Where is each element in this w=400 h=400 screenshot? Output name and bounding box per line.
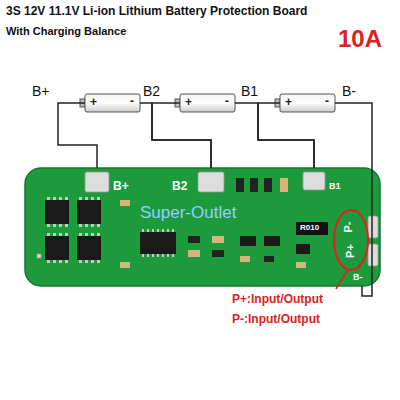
wire: [58, 103, 97, 168]
pcb: [25, 168, 380, 286]
subtitle: With Charging Balance: [6, 25, 126, 37]
wire: [235, 103, 314, 168]
callout-text: P+:Input/Output: [232, 293, 323, 306]
wire-label: B2: [142, 84, 161, 99]
battery-cell: [80, 94, 335, 112]
smd-component: [120, 178, 328, 268]
battery-cell: +-: [280, 94, 335, 112]
pad-label: B1: [329, 182, 341, 192]
terminal-sign: +: [185, 96, 192, 109]
leader-line: [336, 271, 347, 289]
terminal-sign: -: [325, 95, 329, 108]
battery-cell: +-: [180, 94, 235, 112]
terminal-sign: +: [285, 96, 292, 109]
terminal-sign: -: [225, 95, 229, 108]
pad-label: B-: [353, 273, 363, 283]
watermark: Super-Outlet: [140, 204, 236, 223]
mosfet-chip: [45, 200, 101, 260]
pad-label: B+: [113, 180, 129, 193]
wire: [335, 103, 372, 296]
wire-label: B-: [341, 84, 357, 99]
solder-pad: [37, 172, 378, 266]
wire-label: B1: [240, 84, 259, 99]
pad-label: P-: [342, 222, 354, 233]
callout-text: P-:Input/Output: [232, 313, 320, 326]
terminal-sign: +: [90, 96, 97, 109]
wire: [152, 103, 211, 168]
current-rating: 10A: [338, 26, 382, 52]
title: 3S 12V 11.1V Li-ion Lithium Battery Prot…: [6, 5, 307, 18]
wire: [140, 103, 211, 168]
wire: [258, 103, 314, 168]
pad-label: B2: [172, 180, 187, 193]
wire-label: B+: [31, 84, 51, 99]
terminal-sign: -: [130, 95, 134, 108]
resistor-marking: R010: [300, 224, 319, 233]
protection-board: B+ B2 B1P- P+ B-: [25, 168, 380, 286]
callout-ellipse: [334, 210, 368, 270]
control-ic: [140, 232, 176, 254]
pad-label: P+: [344, 244, 356, 258]
battery-cell: +-: [85, 94, 140, 112]
